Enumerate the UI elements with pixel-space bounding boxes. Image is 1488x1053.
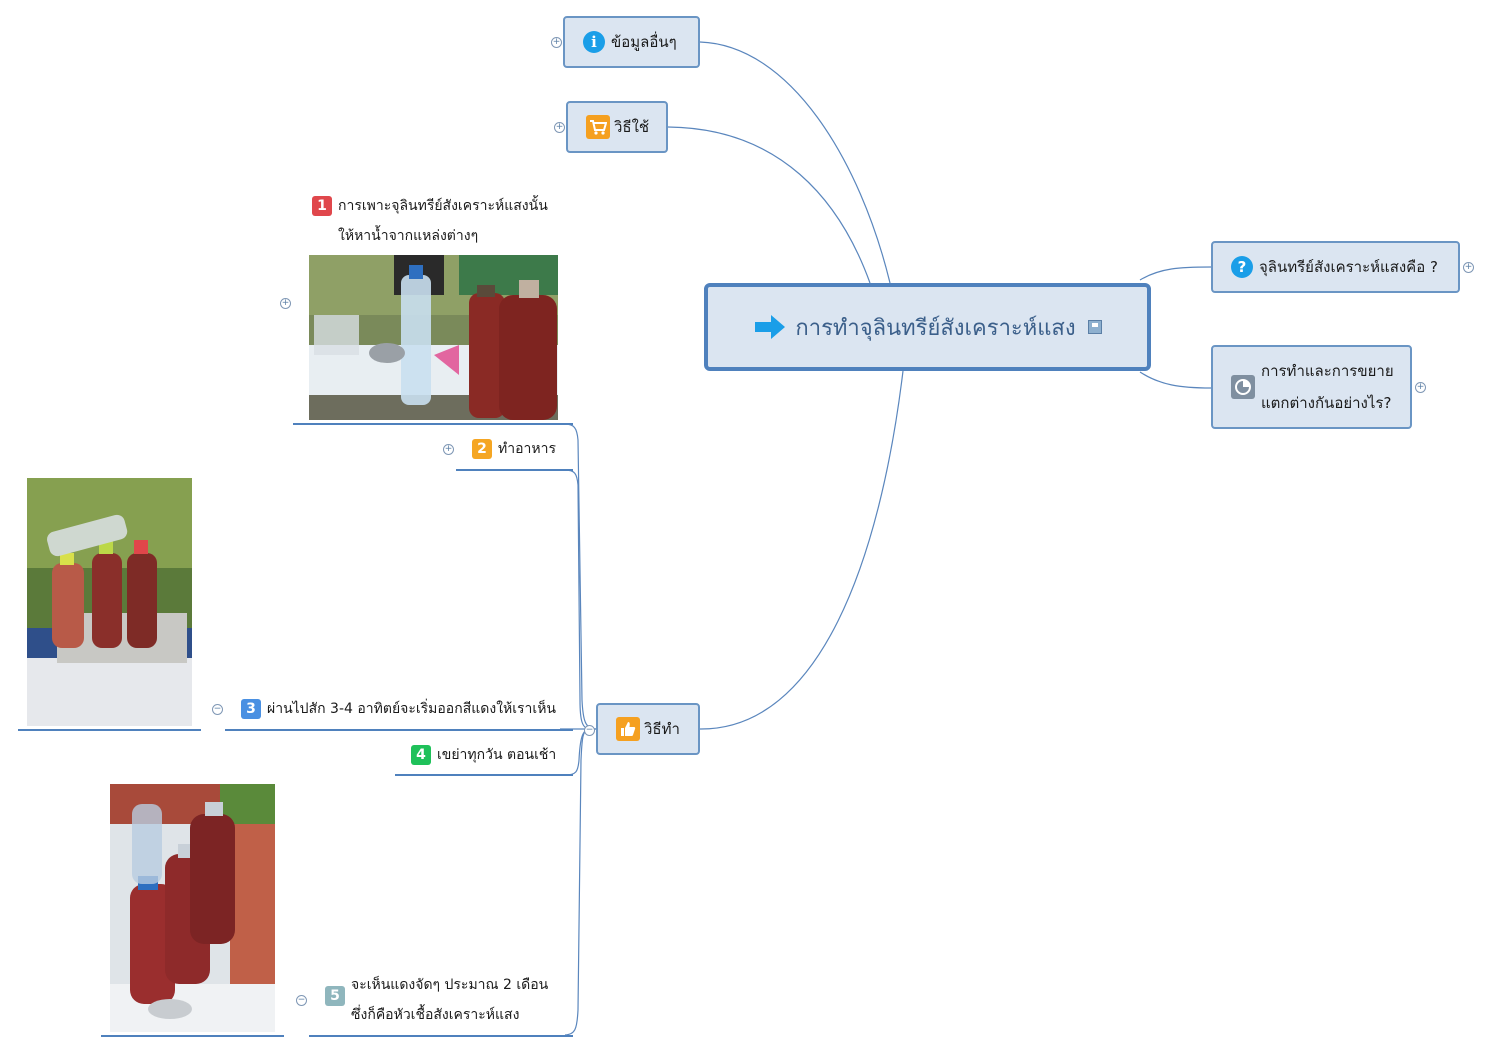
question-icon: ?: [1231, 256, 1253, 278]
expand-toggle-icon[interactable]: +: [1415, 382, 1426, 393]
topic-what-is-label: จุลินทรีย์สังเคราะห์แสงคือ ?: [1259, 258, 1438, 276]
step-3-underline: [225, 729, 573, 731]
step-5[interactable]: 5 จะเห็นแดงจัดๆ ประมาณ 2 เดือน ซึ่งก็คือ…: [325, 970, 548, 1030]
step-number-badge: 3: [241, 699, 261, 719]
connector-step2: [564, 469, 591, 730]
topic-difference[interactable]: การทำและการขยาย แตกต่างกันอย่างไร?: [1211, 345, 1412, 429]
notes-icon[interactable]: [1087, 320, 1102, 334]
topic-method[interactable]: วิธีทำ: [596, 703, 700, 755]
step-3-label: ผ่านไปสัก 3-4 อาทิตย์จะเริ่มออกสีแดงให้เ…: [267, 701, 557, 717]
pie-chart-icon: [1231, 375, 1255, 399]
connector-what-is: [1139, 266, 1212, 281]
thumbs-up-icon: [616, 717, 640, 741]
step-number-badge: 2: [472, 439, 492, 459]
step-2-underline: [456, 469, 573, 471]
topic-info-label: ข้อมูลอื่นๆ: [611, 33, 677, 51]
collapse-toggle-icon[interactable]: −: [212, 704, 223, 715]
step-5-photo: [110, 784, 275, 1032]
topic-usage-label: วิธีใช้: [614, 118, 650, 136]
step-5-line2: ซึ่งก็คือหัวเชื้อสังเคราะห์แสง: [351, 1007, 520, 1023]
step-3-photo: [27, 478, 192, 726]
topic-difference-line1: การทำและการขยาย: [1261, 362, 1394, 380]
connector-info: [699, 41, 891, 284]
expand-toggle-icon[interactable]: +: [554, 122, 565, 133]
connector-usage: [667, 126, 871, 284]
step-5-photo-underline: [101, 1035, 284, 1037]
connector-difference: [1139, 371, 1212, 389]
step-3[interactable]: 3 ผ่านไปสัก 3-4 อาทิตย์จะเริ่มออกสีแดงให…: [241, 694, 556, 724]
step-number-badge: 4: [411, 745, 431, 765]
step-5-underline: [309, 1035, 573, 1037]
topic-method-label: วิธีทำ: [644, 720, 680, 738]
arrow-right-icon: [755, 315, 786, 339]
shopping-cart-icon: [586, 115, 610, 139]
topic-difference-line2: แตกต่างกันอย่างไร?: [1261, 394, 1392, 412]
step-4-label: เขย่าทุกวัน ตอนเช้า: [437, 747, 557, 763]
topic-info[interactable]: i ข้อมูลอื่นๆ: [563, 16, 700, 68]
topic-usage[interactable]: วิธีใช้: [566, 101, 668, 153]
connector-method: [699, 370, 904, 730]
step-2[interactable]: 2 ทำอาหาร: [472, 434, 556, 464]
topic-what-is[interactable]: ? จุลินทรีย์สังเคราะห์แสงคือ ?: [1211, 241, 1460, 293]
step-4-underline: [395, 774, 573, 776]
expand-toggle-icon[interactable]: +: [280, 298, 291, 309]
central-topic-title: การทำจุลินทรีย์สังเคราะห์แสง: [795, 315, 1076, 341]
step-1[interactable]: 1 การเพาะจุลินทรีย์สังเคราะห์แสงนั้น ให้…: [312, 191, 548, 251]
expand-toggle-icon[interactable]: +: [443, 444, 454, 455]
connector-step4: [564, 728, 591, 776]
expand-toggle-icon[interactable]: +: [551, 37, 562, 48]
collapse-toggle-icon[interactable]: −: [584, 725, 595, 736]
step-1-line2: ให้หาน้ำจากแหล่งต่างๆ: [338, 228, 479, 244]
collapse-toggle-icon[interactable]: −: [296, 995, 307, 1006]
step-1-underline: [293, 423, 573, 425]
step-number-badge: 5: [325, 986, 345, 1006]
step-1-photo: [309, 255, 558, 420]
central-topic[interactable]: การทำจุลินทรีย์สังเคราะห์แสง: [704, 283, 1151, 371]
expand-toggle-icon[interactable]: +: [1463, 262, 1474, 273]
step-1-line1: การเพาะจุลินทรีย์สังเคราะห์แสงนั้น: [338, 198, 548, 214]
step-5-line1: จะเห็นแดงจัดๆ ประมาณ 2 เดือน: [351, 977, 549, 993]
step-2-label: ทำอาหาร: [498, 441, 556, 457]
step-number-badge: 1: [312, 196, 332, 216]
step-4[interactable]: 4 เขย่าทุกวัน ตอนเช้า: [411, 740, 556, 770]
info-icon: i: [583, 31, 605, 53]
step-3-photo-underline: [18, 729, 201, 731]
